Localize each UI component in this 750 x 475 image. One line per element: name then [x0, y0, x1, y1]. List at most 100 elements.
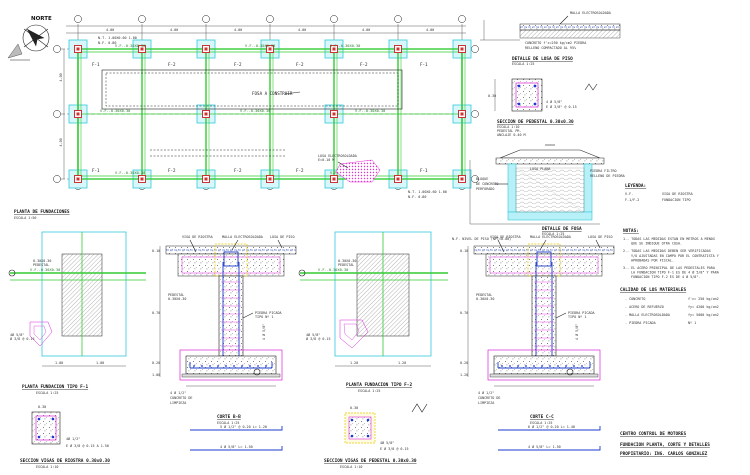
dim-label: 0.20: [152, 361, 160, 365]
rebar-detail: [190, 426, 283, 431]
axis-bubble: [471, 45, 479, 53]
rebar-label: 4 Ø 5/8" L= 1.50: [528, 444, 561, 449]
pedestal-label: 0.30X0.30: [33, 259, 51, 263]
section-label: LOSA DE PISO: [270, 235, 295, 239]
floor-slab-detail: MALLA ELECTROSOLDADA CONCRETO f'c=250 kg…: [480, 11, 621, 66]
rebar-detail: [498, 426, 601, 431]
axis-bubble: [458, 15, 466, 23]
footing-label: F-2: [234, 62, 242, 67]
leader: [555, 312, 567, 319]
rebar-dot: [225, 365, 227, 367]
beam-label: V.F.-0.30X0.30: [245, 44, 275, 48]
rebar-dot: [557, 365, 559, 367]
legend-desc: FUNDACION TIPO: [662, 198, 691, 202]
leader: [231, 239, 239, 251]
dim-label: 4.00: [106, 28, 114, 32]
section-note: ANCLAJE 0.40 M: [497, 133, 526, 137]
section-title: SECCION VIGAS DE RIOSTRA 0.30x0.30: [20, 458, 110, 464]
rebar-label: 4Ø 1/2": [66, 436, 80, 441]
rebar-dot: [533, 365, 535, 367]
rebar-dot: [241, 365, 243, 367]
dim-label: 4.00: [59, 73, 63, 81]
material-name: - CONCRETO: [625, 297, 645, 301]
dim-label: 4.00: [59, 138, 63, 146]
rebar-label: E Ø 3/8 @ 0.15: [380, 446, 409, 451]
rebar-label: 4 Ø 5/8": [546, 99, 562, 104]
rebar-label: E Ø 3/8 @ 0.15 A 1.50: [66, 443, 109, 448]
section-label: LOSA DE PISO: [588, 235, 613, 239]
level-label: N.T. 1.00X0.60 1.00: [408, 190, 447, 194]
notes-title: NOTAS:: [623, 228, 639, 234]
pedestal-section: 0.30 4 Ø 5/8" E Ø 3/8" @ 0.15 SECCION DE…: [488, 78, 598, 137]
beam-label: V.F.-0.30X0.30: [355, 109, 385, 113]
pit-label: DE CONCRETO: [476, 182, 498, 186]
section-label: PEDESTAL: [476, 293, 492, 297]
beam-label: V.F.-0.30X0.30: [115, 44, 145, 48]
section-label: 0.30X0.30: [168, 297, 186, 301]
pit-label: RELLENO DE PIEDRA: [590, 174, 625, 178]
material-name: - PIEDRA PICADA: [625, 321, 656, 325]
beam-stirrup: [489, 256, 599, 274]
footing-label: F-2: [296, 168, 304, 173]
footing-label: F-1: [420, 62, 428, 67]
axis-bubble: [330, 15, 338, 23]
detail-label: RELLENO COMPACTADO AL 95%: [525, 46, 576, 50]
pedestal-cage: [536, 251, 552, 267]
lean-concrete: [489, 373, 599, 378]
leader: [539, 239, 547, 251]
footing-body: [185, 355, 277, 375]
grade-beam-body: [485, 253, 603, 277]
column-core: [204, 112, 208, 116]
grade-beam-section: 0.30 4Ø 1/2" E Ø 3/8 @ 0.15 A 1.50 SECCI…: [20, 405, 110, 469]
grade-beam-body: [177, 253, 285, 277]
excavation-outline: [487, 349, 601, 381]
rebar-label: 4 Ø 5/8" L= 1.50: [220, 444, 253, 449]
dim-label: 0.30: [38, 405, 46, 409]
dim-label: 1.20: [460, 373, 468, 377]
section-label: MALLA ELECTROSOLDADA: [222, 235, 263, 239]
footing-rebar: [189, 362, 273, 369]
column-core: [460, 47, 464, 51]
rebar-dot: [217, 365, 219, 367]
dim-label: 4.00: [298, 28, 306, 32]
pedestal-cage: [223, 251, 239, 267]
pit-title: DETALLE DE FOSA: [542, 226, 582, 232]
rebar-dot: [581, 365, 583, 367]
beam-stirrup: [181, 256, 281, 274]
section-note: PEDESTAL PR.: [497, 129, 522, 133]
beam-label: V.F.-0.30X0.30: [100, 109, 130, 113]
footing-label: F-1: [92, 168, 100, 173]
tank-label: FOSA A CONSTRUIR: [252, 91, 293, 96]
column-core: [332, 47, 336, 51]
title-block: CENTRO CONTROL DE MOTORES FUNDACION PLAN…: [620, 431, 710, 457]
rebar-dot: [209, 365, 211, 367]
leader: [242, 312, 254, 319]
column-core: [460, 112, 464, 116]
slab-label: E=0.10 M: [318, 158, 334, 162]
level-label: N.F. 0.80: [408, 195, 426, 199]
footing-scale: ESCALA 1:25: [358, 389, 380, 393]
section-label: 4 Ø 5/8": [574, 324, 579, 340]
rebar-dot: [509, 365, 511, 367]
column-core: [140, 47, 144, 51]
slab-hatch: [335, 159, 381, 183]
section-scale: ESCALA 1:10: [340, 465, 362, 469]
section-label: TIPO Nº 1: [568, 315, 586, 319]
legend-code: F-1/F-2: [625, 198, 639, 202]
rebar-label: Ø 3/8 @ 0.15: [306, 336, 331, 341]
leader: [277, 239, 283, 249]
pit-label: PERFORADO: [476, 187, 494, 191]
material-value: fy= 4200 kg/cm2: [688, 305, 719, 309]
section-label: LIMPIEZA: [478, 401, 494, 405]
footing-label: F-2: [360, 62, 368, 67]
rebar-dot: [257, 365, 259, 367]
material-value: f'c= 250 kg/cm2: [688, 297, 719, 301]
section-label: LIMPIEZA: [170, 401, 186, 405]
section-label: 0.30X0.30: [476, 297, 494, 301]
rebar-detail: [190, 446, 283, 451]
column-core: [140, 177, 144, 181]
